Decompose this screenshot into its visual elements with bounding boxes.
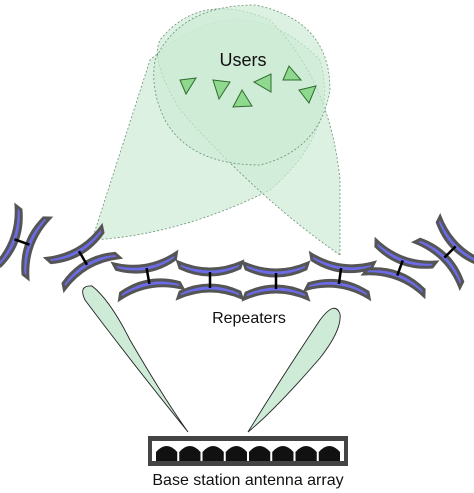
repeaters-label: Repeaters	[212, 310, 286, 327]
repeater-dish-lower	[61, 251, 124, 294]
antenna-element	[156, 446, 178, 461]
repeater	[42, 222, 124, 294]
user-terminal	[179, 77, 197, 96]
antenna-element	[179, 446, 201, 461]
repeater-dish-upper	[374, 236, 440, 269]
repeater-dish-lower	[410, 237, 465, 292]
repeater	[410, 212, 474, 292]
repeater-dish-upper	[175, 259, 245, 277]
user-terminal	[232, 88, 253, 108]
repeater-post	[77, 250, 89, 266]
repeater-post	[14, 238, 30, 246]
repeater	[360, 236, 440, 300]
repeater-post	[145, 267, 151, 285]
repeater	[241, 260, 311, 302]
feed-beam-left	[82, 285, 189, 433]
repeater-dish-lower	[241, 284, 311, 302]
antenna-element	[225, 446, 247, 461]
users-label: Users	[219, 50, 266, 70]
repeater	[0, 202, 54, 282]
antenna-element	[318, 446, 340, 461]
base-station-label: Base station antenna array	[152, 472, 343, 489]
user-beams	[91, 4, 341, 256]
repeater-dish-lower	[21, 216, 54, 282]
feed-beam-right	[247, 307, 341, 433]
user-terminal	[252, 73, 272, 93]
antenna-element	[249, 446, 271, 461]
repeater-dish-upper	[241, 260, 311, 278]
repeater-post	[443, 245, 457, 259]
user-terminals	[179, 65, 317, 108]
base-station-array	[148, 436, 348, 466]
repeater	[302, 250, 378, 302]
repeater-chain	[0, 202, 474, 303]
repeater-dish-lower	[360, 267, 426, 300]
repeater	[175, 259, 245, 301]
user-beam-cap	[153, 4, 331, 166]
antenna-element	[272, 446, 294, 461]
repeater-dish-upper	[110, 249, 179, 274]
antenna-element	[202, 446, 224, 461]
repeater-dish-upper	[42, 222, 105, 265]
user-terminal	[298, 85, 317, 104]
feed-beams	[82, 285, 341, 433]
user-terminal	[212, 79, 231, 101]
repeater-dish-upper	[435, 212, 474, 267]
repeater-post	[396, 260, 404, 276]
repeater-dish-lower	[117, 278, 186, 303]
antenna-elements	[156, 446, 340, 461]
repeater-post	[337, 267, 343, 285]
antenna-element	[295, 446, 317, 461]
user-terminal	[282, 65, 303, 81]
repeater	[110, 249, 186, 303]
repeater-dish-lower	[175, 283, 245, 301]
repeater-dish-lower	[302, 278, 372, 302]
repeater-dish-upper	[0, 202, 23, 268]
